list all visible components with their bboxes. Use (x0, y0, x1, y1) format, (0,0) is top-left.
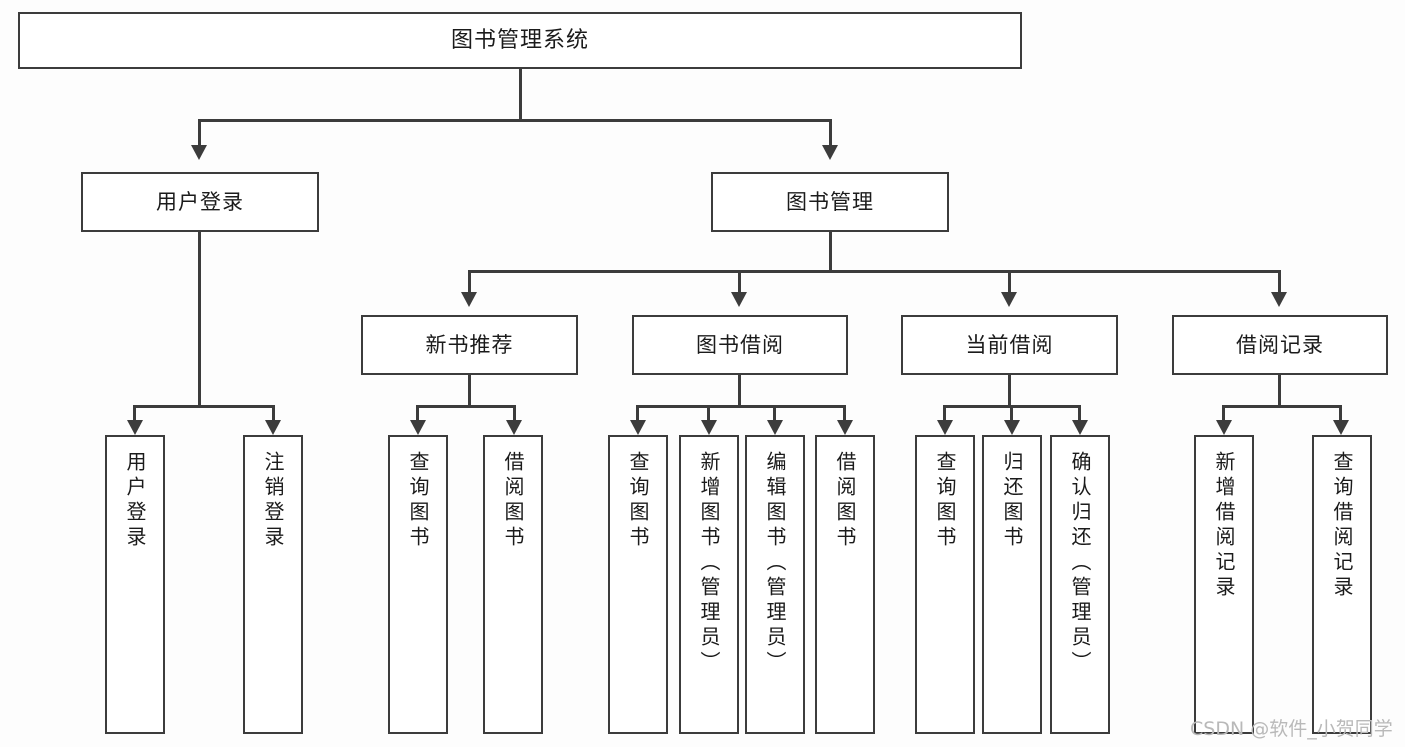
connector-new-book-drop-1 (416, 405, 419, 420)
node-label: 图书借阅 (696, 332, 784, 357)
arrow-to-current-borrow (1001, 292, 1017, 307)
connector-user-login-stem (198, 232, 201, 405)
arrow-to-book-borrow (731, 292, 747, 307)
node-book-borrow[interactable]: 图书借阅 (632, 315, 848, 375)
connector-level3-bar (468, 270, 1280, 273)
arrow-leaf-add-book (701, 420, 717, 435)
arrow-leaf-confirm-return (1072, 420, 1088, 435)
node-new-book-recommend[interactable]: 新书推荐 (361, 315, 578, 375)
connector-current-borrow-drop-2 (1010, 405, 1013, 420)
arrow-leaf-return-book (1004, 420, 1020, 435)
connector-user-login-bar (133, 405, 275, 408)
connector-to-new-book-recommend (468, 270, 471, 292)
node-label: 查询图书 (933, 451, 957, 551)
connector-book-borrow-drop-1 (636, 405, 639, 420)
node-leaf-logout[interactable]: 注销登录 (243, 435, 303, 734)
connector-new-book-bar (416, 405, 516, 408)
node-label: 新书推荐 (425, 332, 514, 357)
node-leaf-query-book-1[interactable]: 查询图书 (388, 435, 448, 734)
arrow-leaf-query-record (1333, 420, 1349, 435)
arrow-leaf-borrow-book-2 (837, 420, 853, 435)
arrow-leaf-user-login (127, 420, 143, 435)
connector-to-book-borrow (738, 270, 741, 292)
node-leaf-query-book-2[interactable]: 查询图书 (608, 435, 668, 734)
node-label: 用户登录 (156, 189, 244, 214)
arrow-leaf-logout (265, 420, 281, 435)
connector-borrow-records-drop-1 (1222, 405, 1225, 420)
node-label: 查询图书 (406, 451, 430, 551)
connector-book-management-stem (829, 232, 832, 272)
node-book-management[interactable]: 图书管理 (711, 172, 949, 232)
connector-to-borrow-records (1278, 270, 1281, 292)
connector-user-login-drop-1 (133, 405, 136, 420)
node-label: 图书管理 (786, 189, 874, 214)
connector-new-book-stem (468, 375, 471, 405)
node-label: 查询借阅记录 (1330, 451, 1354, 601)
node-label: 注销登录 (261, 451, 285, 551)
connector-new-book-drop-2 (513, 405, 516, 420)
node-label: 图书管理系统 (450, 27, 589, 53)
arrow-leaf-query-book-2 (630, 420, 646, 435)
arrow-to-user-login (191, 145, 207, 160)
arrow-leaf-edit-book (767, 420, 783, 435)
connector-book-borrow-drop-2 (707, 405, 710, 420)
node-leaf-add-book[interactable]: 新增图书（管理员） (679, 435, 739, 734)
connector-book-borrow-drop-3 (773, 405, 776, 420)
connector-book-borrow-drop-4 (843, 405, 846, 420)
node-label: 确认归还（管理员） (1068, 451, 1092, 676)
arrow-leaf-query-book-1 (410, 420, 426, 435)
connector-current-borrow-drop-1 (943, 405, 946, 420)
connector-root-stem (519, 69, 522, 120)
node-label: 编辑图书（管理员） (763, 451, 787, 676)
node-leaf-borrow-book-1[interactable]: 借阅图书 (483, 435, 543, 734)
node-current-borrow[interactable]: 当前借阅 (901, 315, 1118, 375)
connector-current-borrow-drop-3 (1078, 405, 1081, 420)
connector-to-book-management (829, 119, 832, 145)
node-leaf-add-record[interactable]: 新增借阅记录 (1194, 435, 1254, 734)
node-leaf-edit-book[interactable]: 编辑图书（管理员） (745, 435, 805, 734)
connector-borrow-records-stem (1278, 375, 1281, 405)
node-leaf-query-book-3[interactable]: 查询图书 (915, 435, 975, 734)
connector-root-bar (198, 119, 832, 122)
node-borrow-records[interactable]: 借阅记录 (1172, 315, 1388, 375)
arrow-leaf-query-book-3 (937, 420, 953, 435)
arrow-to-new-book-recommend (461, 292, 477, 307)
node-leaf-borrow-book-2[interactable]: 借阅图书 (815, 435, 875, 734)
arrow-leaf-add-record (1216, 420, 1232, 435)
node-root-system[interactable]: 图书管理系统 (18, 12, 1022, 69)
arrow-to-book-management (822, 145, 838, 160)
connector-current-borrow-stem (1008, 375, 1011, 405)
node-label: 当前借阅 (965, 332, 1054, 357)
arrow-to-borrow-records (1271, 292, 1287, 307)
connector-borrow-records-bar (1222, 405, 1342, 408)
node-label: 用户登录 (123, 451, 147, 551)
node-label: 新增图书（管理员） (697, 451, 721, 676)
connector-user-login-drop-2 (272, 405, 275, 420)
node-leaf-return-book[interactable]: 归还图书 (982, 435, 1042, 734)
node-leaf-confirm-return[interactable]: 确认归还（管理员） (1050, 435, 1110, 734)
connector-to-user-login (198, 119, 201, 145)
node-leaf-user-login[interactable]: 用户登录 (105, 435, 165, 734)
node-label: 借阅图书 (501, 451, 525, 551)
connector-book-borrow-stem (738, 375, 741, 405)
connector-borrow-records-drop-2 (1339, 405, 1342, 420)
arrow-leaf-borrow-book-1 (506, 420, 522, 435)
node-label: 借阅记录 (1236, 332, 1324, 357)
node-label: 借阅图书 (833, 451, 857, 551)
node-user-login[interactable]: 用户登录 (81, 172, 319, 232)
connector-book-borrow-bar (636, 405, 845, 408)
node-leaf-query-record[interactable]: 查询借阅记录 (1312, 435, 1372, 734)
node-label: 新增借阅记录 (1212, 451, 1236, 601)
connector-to-current-borrow (1008, 270, 1011, 292)
node-label: 查询图书 (626, 451, 650, 551)
node-label: 归还图书 (1000, 451, 1024, 551)
